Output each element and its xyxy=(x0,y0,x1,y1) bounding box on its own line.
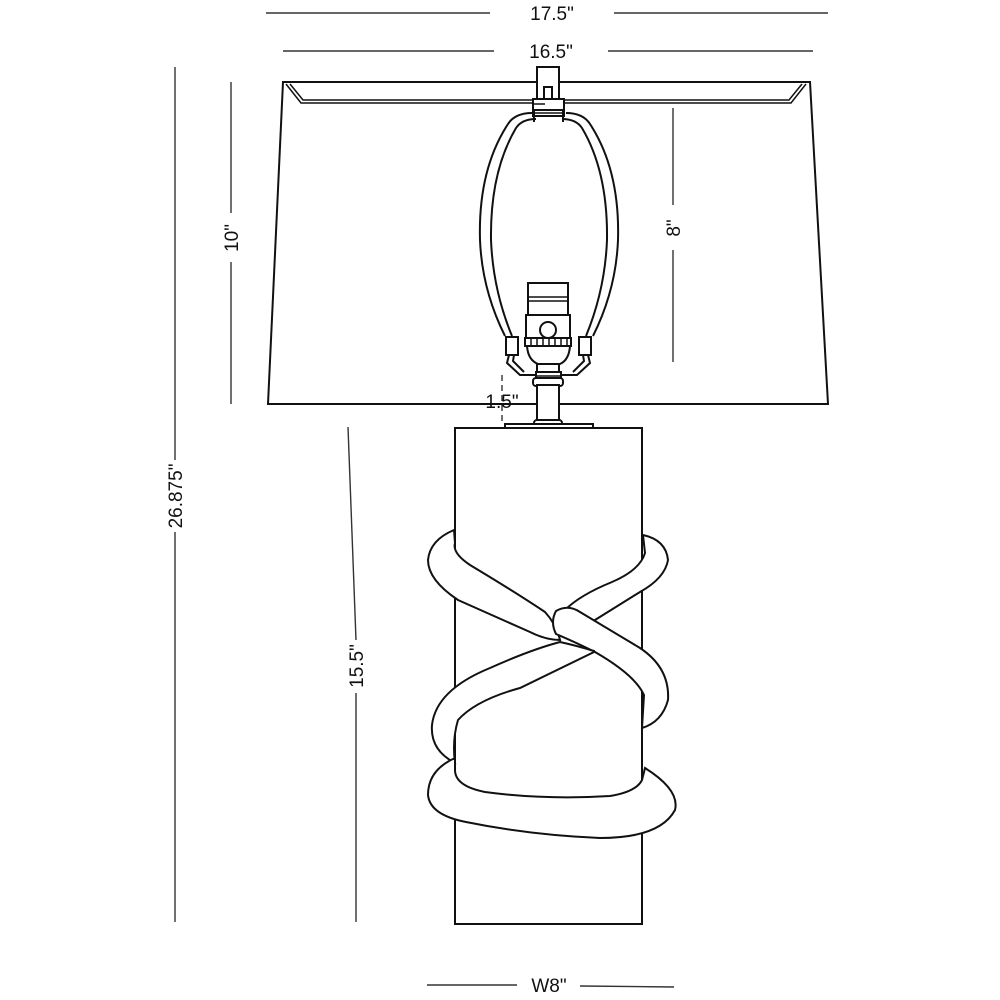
finial xyxy=(532,66,565,122)
lamp-socket xyxy=(505,282,592,381)
label-15-5: 15.5" xyxy=(347,644,368,688)
dimension-overall-height: 26.875" xyxy=(166,67,187,922)
dimension-base-width: W8" xyxy=(427,976,675,997)
dimension-shade-top-width: 17.5" xyxy=(266,4,828,25)
label-16-5: 16.5" xyxy=(529,42,573,63)
dimension-shade-inner-width: 16.5" xyxy=(283,42,813,63)
dimension-shade-height: 10" xyxy=(222,82,243,404)
label-1-5: 1.5" xyxy=(485,392,518,413)
dimension-base-height: 15.5" xyxy=(347,426,368,922)
lamp-base-rope xyxy=(426,528,677,840)
lamp-harp xyxy=(478,112,620,337)
dimension-neck-height: 1.5" xyxy=(485,375,519,425)
label-17-5: 17.5" xyxy=(530,4,574,25)
dimension-harp-height: 8" xyxy=(664,108,685,362)
label-w8: W8" xyxy=(531,976,566,997)
label-26-875: 26.875" xyxy=(166,464,187,529)
label-10: 10" xyxy=(222,224,243,252)
lamp-neck xyxy=(504,377,594,430)
label-8: 8" xyxy=(664,219,685,236)
